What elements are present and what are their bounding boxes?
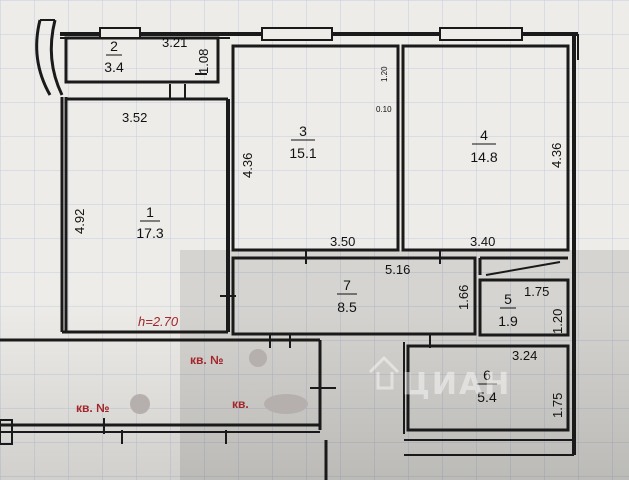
dim-r6-height: 1.75: [550, 393, 565, 418]
dim-r6-width: 3.24: [512, 348, 537, 363]
dim-r3-height: 4.36: [240, 153, 255, 178]
room-3-number: 3: [299, 123, 307, 139]
dim-r7-width: 5.16: [385, 262, 410, 277]
dim-r2-height: 1.08: [196, 49, 211, 74]
dim-r1-width: 3.52: [122, 110, 147, 125]
room-4-label: 4 14.8: [470, 127, 497, 165]
shadow-gradient: [0, 300, 629, 480]
room-2-area: 3.4: [104, 59, 124, 75]
room-7-number: 7: [343, 277, 351, 293]
neighbor-label-1: кв. №: [190, 353, 223, 367]
room-4-number: 4: [480, 127, 488, 143]
dim-r7-height: 1.66: [456, 285, 471, 310]
room-7-label: 7 8.5: [337, 277, 357, 315]
watermark-text: ЦИАН: [402, 367, 511, 402]
room-6-area: 5.4: [477, 389, 497, 405]
dim-r4-width: 3.40: [470, 234, 495, 249]
dim-r3-door: 1.20: [380, 66, 389, 82]
room-5-area: 1.9: [498, 313, 518, 329]
room-2-label: 2 3.4: [104, 38, 124, 75]
room-6-number: 6: [483, 367, 491, 383]
room-5-label: 5 1.9: [498, 291, 518, 329]
dimension-labels: 3.21 1.08 3.52 4.92 4.36 3.50 1.20 0.10 …: [72, 35, 565, 418]
neighbor-labels: кв. № кв. № кв.: [76, 349, 308, 415]
dim-r5-width: 1.75: [524, 284, 549, 299]
room-3-area: 15.1: [289, 145, 316, 161]
room-5-number: 5: [504, 291, 512, 307]
room-6-label: 6 5.4: [477, 367, 497, 405]
dim-r1-height: 4.92: [72, 209, 87, 234]
room-7-area: 8.5: [337, 299, 357, 315]
room-1-label: 1 17.3: [136, 204, 163, 241]
room-2-number: 2: [110, 38, 118, 54]
house-icon: [368, 355, 400, 390]
dim-r3-width: 3.50: [330, 234, 355, 249]
dim-r5-height: 1.20: [550, 309, 565, 334]
dim-r2-width: 3.21: [162, 35, 187, 50]
windows: [99, 27, 523, 41]
dim-r3-door-offset: 0.10: [376, 105, 392, 114]
neighbor-label-3: кв.: [232, 397, 249, 411]
room-1-area: 17.3: [136, 225, 163, 241]
room-1-number: 1: [146, 204, 154, 220]
ceiling-height: h=2.70: [138, 314, 179, 329]
dim-r4-height: 4.36: [549, 143, 564, 168]
door-marks: [103, 60, 441, 444]
watermark: ЦИАН: [368, 355, 511, 402]
neighbor-label-2: кв. №: [76, 401, 109, 415]
room-3-label: 3 15.1: [289, 123, 316, 161]
room-4-area: 14.8: [470, 149, 497, 165]
